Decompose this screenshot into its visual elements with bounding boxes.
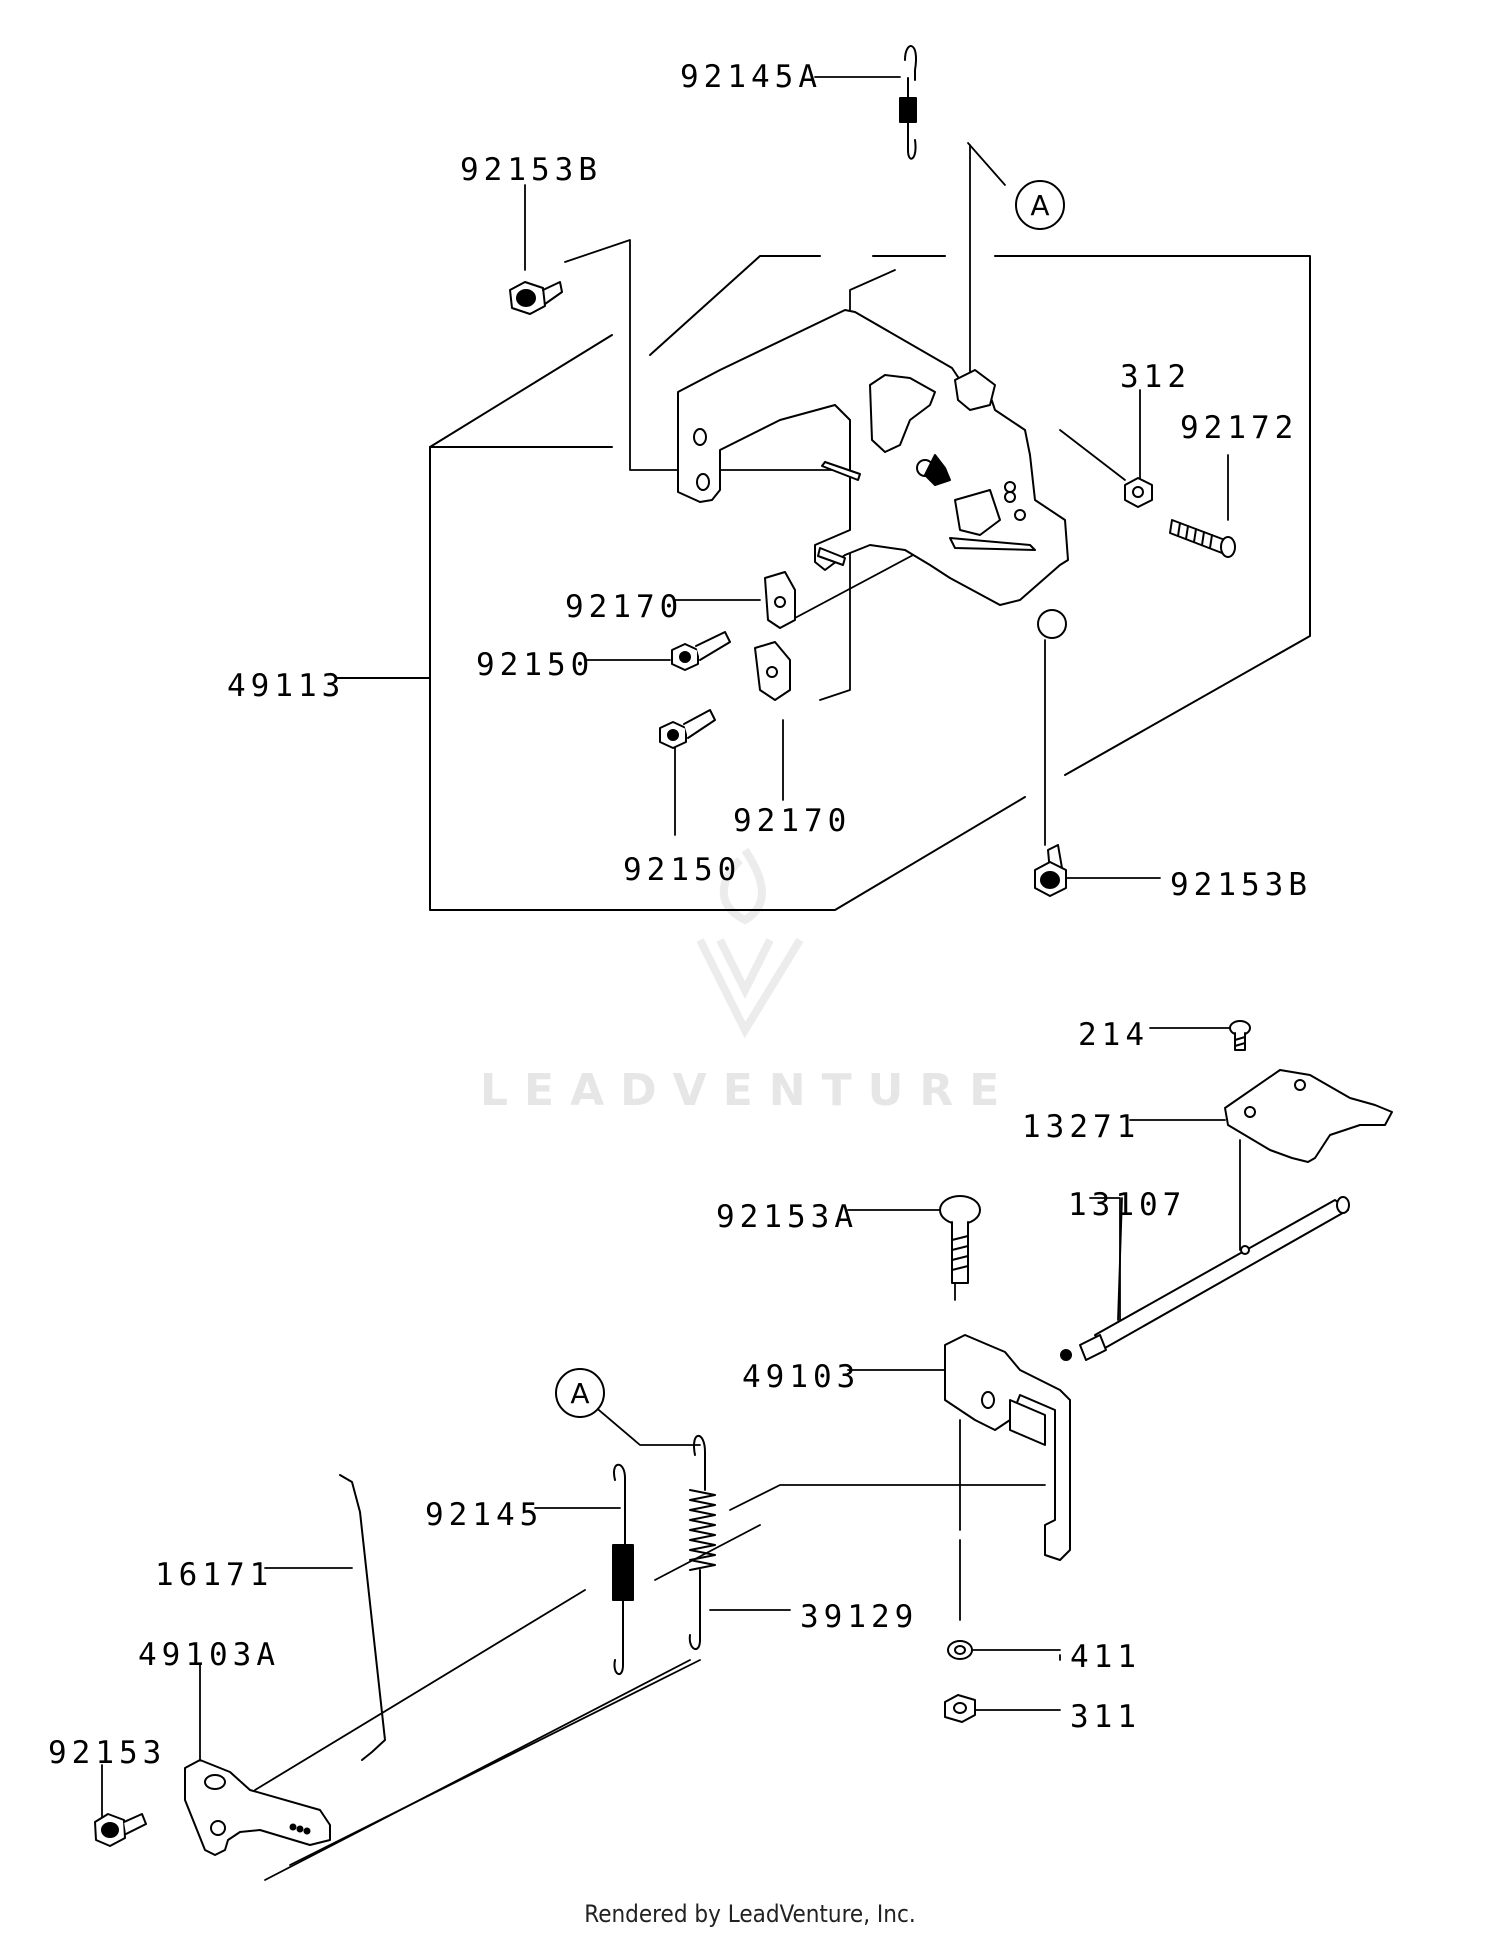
label-92153B-top: 92153B: [460, 152, 602, 188]
label-312: 312: [1120, 359, 1191, 395]
clip-92170-b: [754, 641, 791, 701]
bolt-92153B-top: [509, 281, 563, 315]
label-92145A: 92145A: [680, 59, 822, 95]
label-49103A: 49103A: [138, 1637, 280, 1673]
nut-311: [944, 1694, 976, 1723]
watermark-logo: [696, 847, 804, 1039]
bolt-92153A: [939, 1195, 981, 1284]
rod-16171: [339, 1474, 386, 1761]
spring-92145: [612, 1463, 634, 1675]
label-92145: 92145: [425, 1497, 544, 1533]
control-bracket-plate: [677, 309, 1069, 639]
clip-92170-a: [764, 571, 796, 629]
bolt-92150-b: [659, 709, 716, 749]
bolt-92153: [94, 1813, 147, 1847]
label-92150-b: 92150: [623, 852, 742, 888]
plate-13271: [1224, 1069, 1393, 1163]
label-92172: 92172: [1180, 410, 1299, 446]
spring-39129: [688, 1434, 716, 1650]
lever-49103: [944, 1334, 1071, 1561]
washer-411: [947, 1640, 973, 1660]
screw-214: [1229, 1020, 1251, 1051]
label-92153: 92153: [48, 1735, 167, 1771]
shaft-13107: [1060, 1196, 1350, 1361]
bolt-92153B-bottom: [1034, 844, 1067, 897]
nut-312: [1124, 477, 1153, 508]
label-214: 214: [1078, 1017, 1149, 1053]
label-311: 311: [1070, 1699, 1141, 1735]
watermark-text: LEADVENTURE: [480, 1065, 1016, 1116]
footer-credit: Rendered by LeadVenture, Inc.: [584, 1900, 916, 1928]
leader-lines-bottom: [101, 1027, 1241, 1881]
label-39129: 39129: [800, 1599, 919, 1635]
callout-a-top: A: [1015, 180, 1065, 230]
lever-49103A: [184, 1759, 331, 1856]
label-13271: 13271: [1022, 1109, 1141, 1145]
label-92150-a: 92150: [476, 647, 595, 683]
spring-92145A: [899, 45, 917, 160]
label-92153A: 92153A: [716, 1199, 858, 1235]
label-49103: 49103: [742, 1359, 861, 1395]
label-49113: 49113: [227, 668, 346, 704]
label-92170-a: 92170: [565, 589, 684, 625]
callout-a-bottom: A: [555, 1368, 605, 1418]
label-13107: 13107: [1068, 1187, 1187, 1223]
bolt-92172: [1169, 519, 1236, 558]
bolt-92150-a: [671, 631, 731, 671]
label-411: 411: [1070, 1639, 1141, 1675]
label-92170-b: 92170: [733, 803, 852, 839]
label-92153B-bottom: 92153B: [1170, 867, 1312, 903]
group-outline-49113: [336, 255, 1311, 911]
label-16171: 16171: [155, 1557, 274, 1593]
